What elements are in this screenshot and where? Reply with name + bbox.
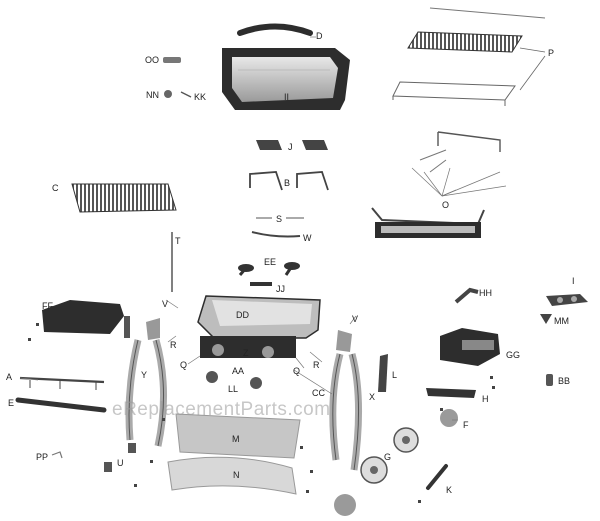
label-gg: GG: [506, 350, 520, 360]
label-e: E: [8, 398, 14, 408]
label-r1: R: [170, 340, 177, 350]
label-ee: EE: [264, 257, 276, 267]
label-g: G: [384, 452, 391, 462]
part-nn: [164, 90, 172, 98]
part-y-left-legs: [125, 318, 168, 447]
part-ff-side-table: [42, 300, 130, 338]
part-j-brackets: [256, 140, 328, 150]
part-gg-side-table: [440, 328, 500, 366]
part-u-feet: [104, 443, 136, 472]
label-cc: CC: [312, 388, 325, 398]
label-h: H: [482, 394, 489, 404]
label-l: L: [392, 370, 397, 380]
label-x: X: [369, 392, 375, 402]
part-bb-tank-adapter: [546, 374, 553, 386]
part-i-plate: [546, 294, 588, 306]
label-y: Y: [141, 370, 147, 380]
label-v1: V: [162, 299, 168, 309]
label-nn: NN: [146, 90, 159, 100]
label-dd: DD: [236, 310, 249, 320]
part-o-heat-shield: [371, 131, 507, 238]
part-b-frames: [249, 171, 329, 191]
part-p-warming-rack: [392, 7, 546, 106]
label-d: D: [316, 31, 323, 41]
part-ii-lid: [222, 48, 350, 110]
label-c: C: [52, 183, 59, 193]
part-hh-regulator: [454, 287, 479, 304]
part-kk: [180, 91, 192, 98]
part-oo: [163, 57, 181, 63]
label-o: O: [442, 200, 449, 210]
label-q2: Q: [293, 366, 300, 376]
part-h-tool: [426, 388, 476, 398]
label-a: A: [6, 372, 12, 382]
part-w-tube: [251, 231, 301, 238]
part-n-shelf: [167, 456, 297, 495]
label-v2: V: [352, 314, 358, 324]
part-e-rail: [15, 397, 107, 413]
label-m: M: [232, 434, 240, 444]
part-k-bar: [426, 464, 448, 490]
part-mm-knob: [540, 314, 552, 324]
part-g-wheels: [334, 427, 419, 516]
label-ff: FF: [42, 301, 53, 311]
label-z: Z: [243, 348, 249, 358]
label-f: F: [463, 420, 469, 430]
part-a-rail: [19, 376, 105, 390]
label-aa: AA: [232, 366, 244, 376]
label-w: W: [303, 233, 312, 243]
hardware-screws: [28, 323, 495, 503]
label-pp: PP: [36, 452, 48, 462]
part-f-hubcap: [440, 409, 458, 427]
label-bb: BB: [558, 376, 570, 386]
callout-labels: OO NN KK D II P J B C O S W T EE JJ HH I…: [6, 31, 575, 495]
label-k: K: [446, 485, 452, 495]
part-ll-knobs: [206, 371, 262, 389]
label-mm: MM: [554, 316, 569, 326]
label-s: S: [276, 214, 282, 224]
leader-lines: [19, 36, 458, 421]
label-q1: Q: [180, 360, 187, 370]
label-oo: OO: [145, 55, 159, 65]
part-l-bracket: [378, 354, 388, 392]
part-x-right-legs: [329, 330, 363, 471]
label-jj: JJ: [276, 284, 285, 294]
part-d-handle: [237, 23, 313, 36]
label-ll: LL: [228, 384, 238, 394]
part-ee-burners: [238, 262, 300, 276]
part-m-shelf: [175, 413, 301, 459]
label-ii: II: [284, 92, 289, 102]
label-b: B: [284, 178, 290, 188]
label-i: I: [572, 276, 575, 286]
part-dd-firebox: [197, 295, 321, 358]
label-hh: HH: [479, 288, 492, 298]
label-u: U: [117, 458, 124, 468]
label-t: T: [175, 236, 181, 246]
part-jj-tube: [250, 282, 272, 286]
label-kk: KK: [194, 92, 206, 102]
part-c-cooking-grate: [71, 183, 177, 213]
label-j: J: [288, 142, 293, 152]
watermark-text: eReplacementParts.com: [112, 399, 331, 420]
label-r2: R: [313, 360, 320, 370]
label-p: P: [548, 48, 554, 58]
label-n: N: [233, 470, 240, 480]
part-pp-clip: [51, 451, 63, 459]
